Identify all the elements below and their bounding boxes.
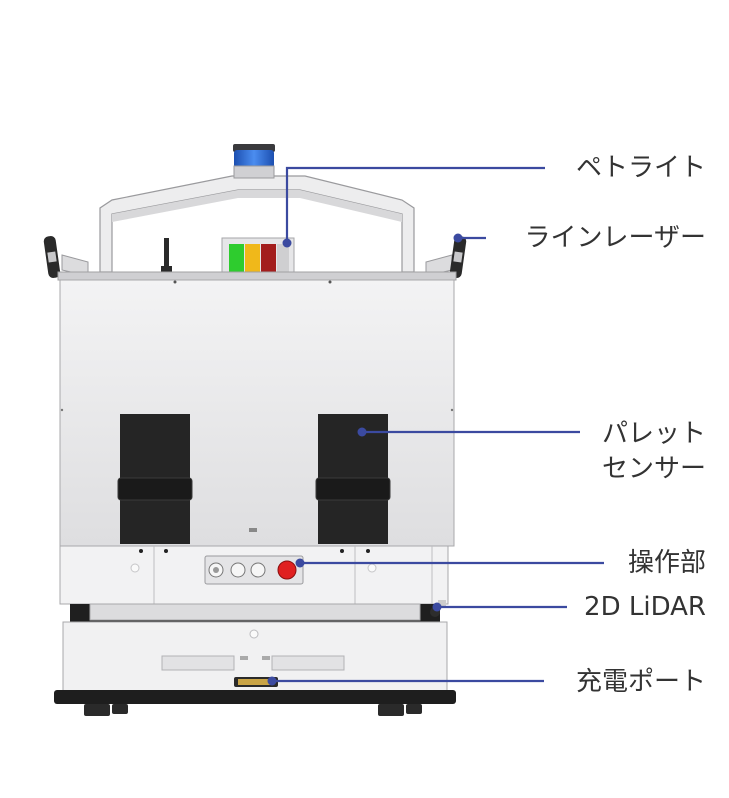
main-body	[57, 271, 457, 547]
callout-dot-lidar	[432, 602, 442, 612]
charging-port	[234, 677, 278, 687]
callout-dot-line-laser	[453, 233, 463, 243]
label-charging-port: 充電ポート	[575, 667, 706, 697]
label-patlite: ペトライト	[575, 153, 706, 183]
callout-dot-pallet-sensor	[357, 427, 367, 437]
callout-dot-charging-port	[267, 676, 277, 686]
patlite-lamp	[233, 144, 275, 179]
signal-tower	[221, 237, 295, 275]
label-lidar: 2D LiDAR	[584, 592, 706, 622]
pallet-sensor-right	[315, 414, 391, 544]
antenna	[161, 238, 172, 272]
pallet-sensor-left	[117, 414, 193, 544]
label-pallet-sensor-line1: パレット	[601, 419, 706, 449]
operation-panel	[204, 555, 304, 585]
base	[54, 690, 456, 716]
callout-dot-operation-panel	[295, 558, 305, 568]
callout-dot-patlite	[282, 238, 292, 248]
callout-dots	[267, 233, 463, 686]
callout-line-patlite	[285, 166, 545, 243]
label-operation-panel: 操作部	[627, 548, 706, 578]
label-line-laser: ラインレーザー	[524, 223, 706, 253]
callout-lines	[272, 166, 604, 683]
lidar-band	[70, 600, 446, 622]
line-laser-right	[425, 236, 467, 278]
label-pallet-sensor-line2: センサー	[601, 454, 706, 484]
